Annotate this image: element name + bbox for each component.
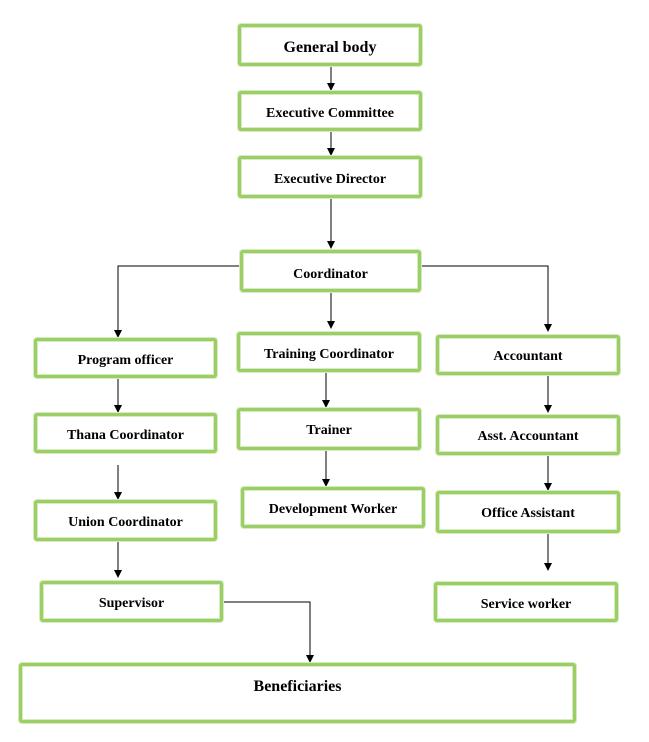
node-coordinator: Coordinator (240, 250, 421, 292)
node-label: Service worker (480, 597, 572, 612)
node-thana-coordinator: Thana Coordinator (34, 413, 217, 453)
node-supervisor: Supervisor (40, 581, 223, 622)
node-executive-director: Executive Director (238, 156, 422, 198)
node-label: Office Assistant (481, 506, 575, 521)
node-program-officer: Program officer (34, 338, 217, 378)
node-beneficiaries: Beneficiaries (19, 663, 576, 723)
node-general-body: General body (238, 24, 422, 66)
node-training-coordinator: Training Coordinator (237, 332, 421, 372)
node-label: General body (283, 39, 377, 56)
node-label: Beneficiaries (253, 678, 342, 695)
node-trainer: Trainer (237, 408, 421, 450)
node-accountant: Accountant (436, 335, 620, 375)
node-service-worker: Service worker (434, 582, 618, 622)
node-asst-accountant: Asst. Accountant (436, 415, 620, 455)
node-label: Asst. Accountant (477, 429, 579, 444)
node-label: Accountant (493, 349, 563, 364)
node-development-worker: Development Worker (241, 487, 425, 528)
node-union-coordinator: Union Coordinator (34, 500, 217, 541)
node-label: Supervisor (98, 596, 165, 611)
node-label: Thana Coordinator (66, 428, 185, 443)
node-label: Executive Director (273, 172, 387, 187)
node-label: Union Coordinator (68, 515, 183, 530)
node-executive-committee: Executive Committee (238, 91, 422, 131)
node-label: Development Worker (268, 502, 398, 517)
node-label: Program officer (77, 353, 174, 368)
arrow-supervisor-to-beneficiaries (223, 601, 314, 663)
node-office-assistant: Office Assistant (436, 491, 620, 533)
node-label: Training Coordinator (263, 347, 395, 362)
node-label: Executive Committee (266, 106, 394, 121)
arrow-coordinator-to-program-officer (114, 265, 240, 338)
arrow-coordinator-to-accountant (421, 265, 552, 332)
node-label: Coordinator (293, 267, 368, 282)
node-label: Trainer (306, 423, 352, 438)
